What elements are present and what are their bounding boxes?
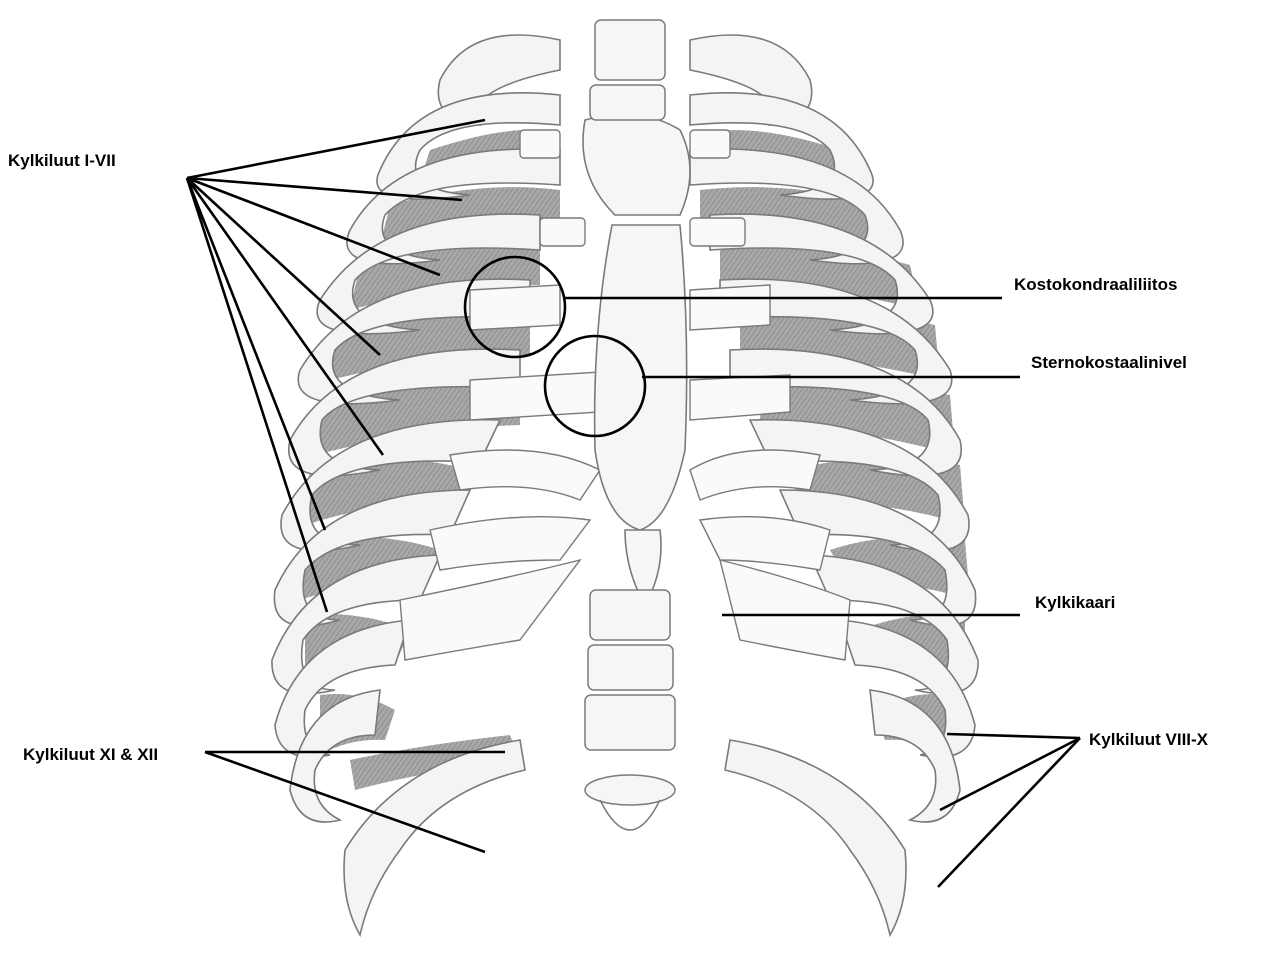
label-sternocostal-joint: Sternokostaalinivel <box>1031 353 1187 373</box>
label-ribs-8-10: Kylkiluut VIII-X <box>1089 730 1208 750</box>
label-ribs-11-12: Kylkiluut XI & XII <box>23 745 158 765</box>
label-costal-arch: Kylkikaari <box>1035 593 1115 613</box>
leader-ribs-1-7-f <box>187 178 325 530</box>
label-costochondral-joint: Kostokondraaliliitos <box>1014 275 1177 295</box>
leader-ribs-8-10-c <box>938 738 1080 887</box>
label-ribs-1-7: Kylkiluut I-VII <box>8 151 116 171</box>
